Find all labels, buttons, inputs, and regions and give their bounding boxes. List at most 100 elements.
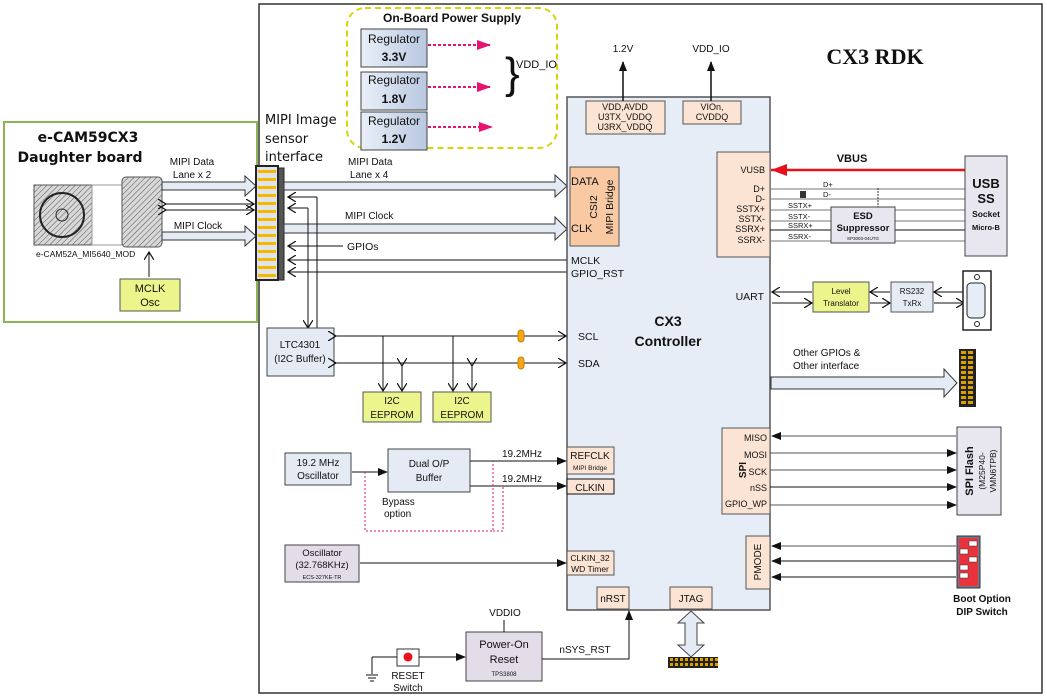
usb-socket-label-2: SS [977,191,995,206]
jtag-header-pin [680,663,683,666]
gpio-header-pin [961,386,966,389]
other-gpios-label-1: Other GPIOs & [793,348,861,359]
gpio-header-pin [968,391,973,394]
nrst-pin [596,586,630,610]
gpio-rst-pin-label: GPIO_RST [571,268,625,280]
mipi-data-label-1: MIPI Data [348,157,393,168]
clock-section: 19.2 MHz Oscillator Dual O/P Buffer 19.2… [284,448,567,583]
usb-socket[interactable] [964,155,1008,257]
jtag-header-pin [705,663,708,666]
connector-pins [258,170,276,277]
bypass-label-2: option [384,509,411,520]
reset-section: RESET Switch Power-On Reset TPS3808 VDDI… [366,608,718,694]
jtag-header-pin [700,663,703,666]
connector-label-3: interface [265,150,323,165]
dip-toggle-2[interactable] [959,548,969,555]
cx3-power-pins [585,100,666,135]
por-label-2: Reset [490,654,519,666]
connector-pin [258,242,276,245]
pmode-pin-block [745,535,771,590]
dip-toggle-3[interactable] [968,556,978,563]
connector-pin [258,266,276,269]
csi2-label: CSI2 [588,195,600,219]
gpio-header-pin [968,396,973,399]
spi-flash-part-1: (M25P40- [977,452,987,489]
dip-toggle-4[interactable] [959,564,969,571]
jtag-header-pin [680,658,683,661]
osc-19m2-label-1: 19.2 MHz [297,458,340,469]
other-gpios-arrow [770,367,958,399]
rs232-label-1: RS232 [900,287,925,296]
connector-label-1: MIPI Image [265,113,337,128]
por-part: TPS3808 [491,672,517,678]
eeprom2-label-1: I2C [454,396,470,407]
power-pin-1: VDD,AVDD [602,102,648,112]
spi-pin-gpio-wp: GPIO_WP [725,499,767,509]
jtag-header-body [668,657,718,668]
mipi-clock-arrow [283,215,568,242]
cx3-vio-pins [682,100,742,125]
connector-pin [258,170,276,173]
db9-screw-top [974,274,980,280]
regulator-3v3-label: Regulator [368,32,420,46]
connector-front [255,165,279,281]
csi-data-label: DATA [571,176,599,188]
jtag-header-pin [715,663,718,666]
daughter-board-title-1: e-CAM59CX3 [38,130,139,146]
spi-pin-block [721,427,771,515]
daughter-board: e-CAM59CX3 Daughter board e-CAM52A_MI564… [3,121,258,323]
gpio-header-pin [961,366,966,369]
regulator-1v8: Regulator 1.8V [360,71,491,111]
gpio-header-pin [961,371,966,374]
refclk-freq: 19.2MHz [502,449,542,460]
regulator-1v8-label: Regulator [368,73,420,87]
sensor-connector [121,176,163,248]
esd-title: ESD [853,211,873,222]
regulator-1v8-box [360,71,428,111]
gpio-header-pin [968,366,973,369]
regulator-3v3: Regulator 3.3V [360,28,491,68]
i2c-buffer-label-2: (I2C Buffer) [274,354,326,365]
reset-switch-label-2: Switch [393,683,422,694]
i2c-section: LTC4301 (I2C Buffer) I2C EEPROM I2C EEPR… [266,327,566,423]
uart-pin-label: UART [736,291,765,303]
vio-pin-2: CVDDQ [696,112,729,122]
gpio-header-pin [968,401,973,404]
usb-pin-vusb: VUSB [740,165,765,175]
eeprom1-label-2: EEPROM [370,410,413,421]
mipi-connector[interactable]: MIPI Image sensor interface [255,113,337,281]
db-mipi-clock-arrow [161,224,257,248]
jtag-header-pin [705,658,708,661]
spi-flash [956,426,1002,516]
power-supply-border [346,7,558,149]
eeprom2-label-2: EEPROM [440,410,483,421]
i2c-eeprom-2 [432,391,492,423]
osc-19m2 [284,452,352,486]
gpio-header-pin [961,391,966,394]
connector-label-2: sensor [265,132,309,147]
esd-title-2: Suppressor [837,223,890,234]
usb-line-ssrxp: SSRX+ [788,221,813,230]
spi-flash-title: SPI Flash [964,446,976,496]
nsys-rst-label: nSYS_RST [559,645,610,656]
gpio-header-icon[interactable] [959,349,976,407]
sensor-lens-center [55,208,69,222]
dip-toggle-1[interactable] [968,540,978,547]
connector-pin [258,250,276,253]
connector-pin [258,186,276,189]
vdd-io-rail-label: VDD_IO [516,59,557,71]
wd-timer-label: WD Timer [571,564,609,574]
dip-toggle-5[interactable] [959,572,969,579]
refclk-pin [566,446,615,475]
dual-op-buffer [387,448,471,493]
jtag-header-icon[interactable] [668,657,718,668]
nsys-rst-line [542,610,633,660]
rtc-part: ECS-327KE-TR [303,575,342,581]
mipi-clock-label: MIPI Clock [345,211,394,222]
gpio-header-pin [968,361,973,364]
esd-suppressor [830,206,896,244]
spi-pin-nss: nSS [750,483,767,493]
bypass-label-1: Bypass [382,497,415,508]
spi-pin-miso: MISO [744,433,767,443]
clkin-freq: 19.2MHz [502,474,542,485]
